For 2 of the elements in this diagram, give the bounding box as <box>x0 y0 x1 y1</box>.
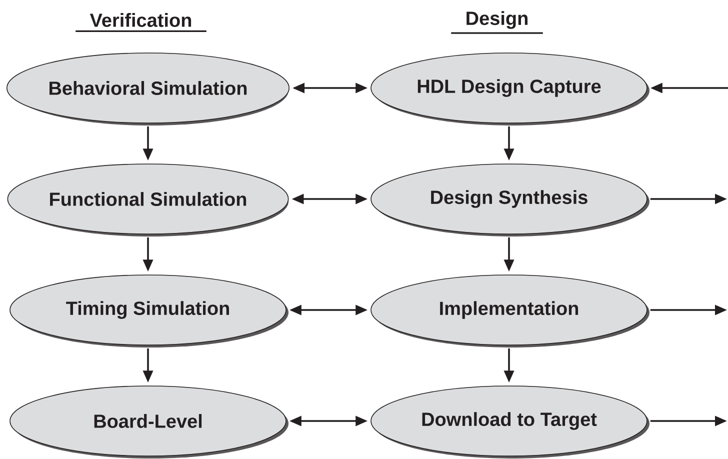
column-heading: Design <box>451 11 543 34</box>
column-heading: Verification <box>76 13 206 32</box>
